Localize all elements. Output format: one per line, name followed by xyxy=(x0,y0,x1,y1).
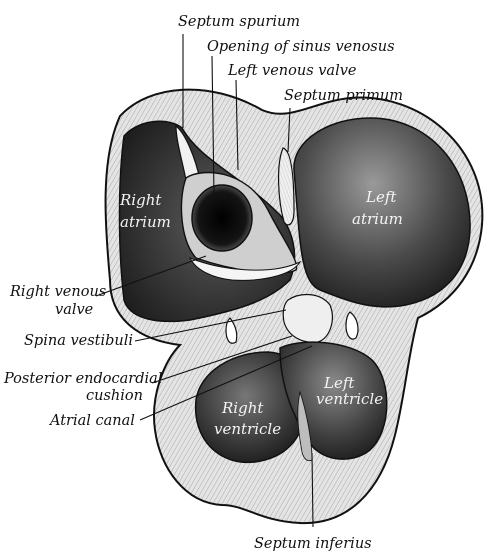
leader-posterior-cushion xyxy=(151,335,293,384)
leader-septum-primum xyxy=(287,107,291,153)
label-right-venous-valve-line2: valve xyxy=(55,302,93,318)
leader-atrial-canal xyxy=(139,345,313,421)
label-posterior-cushion-line2: cushion xyxy=(86,388,143,404)
label-right-venous-valve-line1: Right venous xyxy=(9,284,106,300)
label-right-atrium-line1: Right xyxy=(119,191,162,209)
leader-spina-vestibuli xyxy=(134,309,287,342)
label-atrial-canal: Atrial canal xyxy=(48,413,135,429)
leader-septum-inferius xyxy=(311,452,314,528)
label-left-atrium-line1: Left xyxy=(365,188,397,206)
label-left-ventricle-line2: ventricle xyxy=(316,390,383,408)
label-septum-primum: Septum primum xyxy=(284,88,403,104)
sinus-venosus-opening xyxy=(191,184,253,252)
label-left-venous-valve: Left venous valve xyxy=(227,63,357,79)
label-left-atrium-line2: atrium xyxy=(352,210,403,228)
label-right-atrium-line2: atrium xyxy=(120,213,171,231)
label-septum-inferius: Septum inferius xyxy=(254,536,372,552)
label-opening-sinus-venosus: Opening of sinus venosus xyxy=(207,39,395,55)
left-atrium-cavity xyxy=(293,117,471,308)
septum-primum-shape xyxy=(277,147,295,226)
label-right-ventricle-line1: Right xyxy=(221,399,264,417)
label-left-ventricle-line1: Left xyxy=(323,374,355,392)
label-posterior-cushion-line1: Posterior endocardial xyxy=(3,371,163,387)
leader-right-venous-valve xyxy=(95,255,207,297)
av-notch-left xyxy=(345,311,359,340)
right-venous-valve-shape xyxy=(188,257,302,281)
leader-left-venous-valve xyxy=(235,79,239,171)
septum-inferius-shape xyxy=(297,390,313,462)
label-septum-spurium: Septum spurium xyxy=(178,14,300,30)
label-spina-vestibuli: Spina vestibuli xyxy=(24,333,133,349)
label-right-ventricle-line2: ventricle xyxy=(214,420,281,438)
leader-sinus-venosus xyxy=(211,55,215,197)
